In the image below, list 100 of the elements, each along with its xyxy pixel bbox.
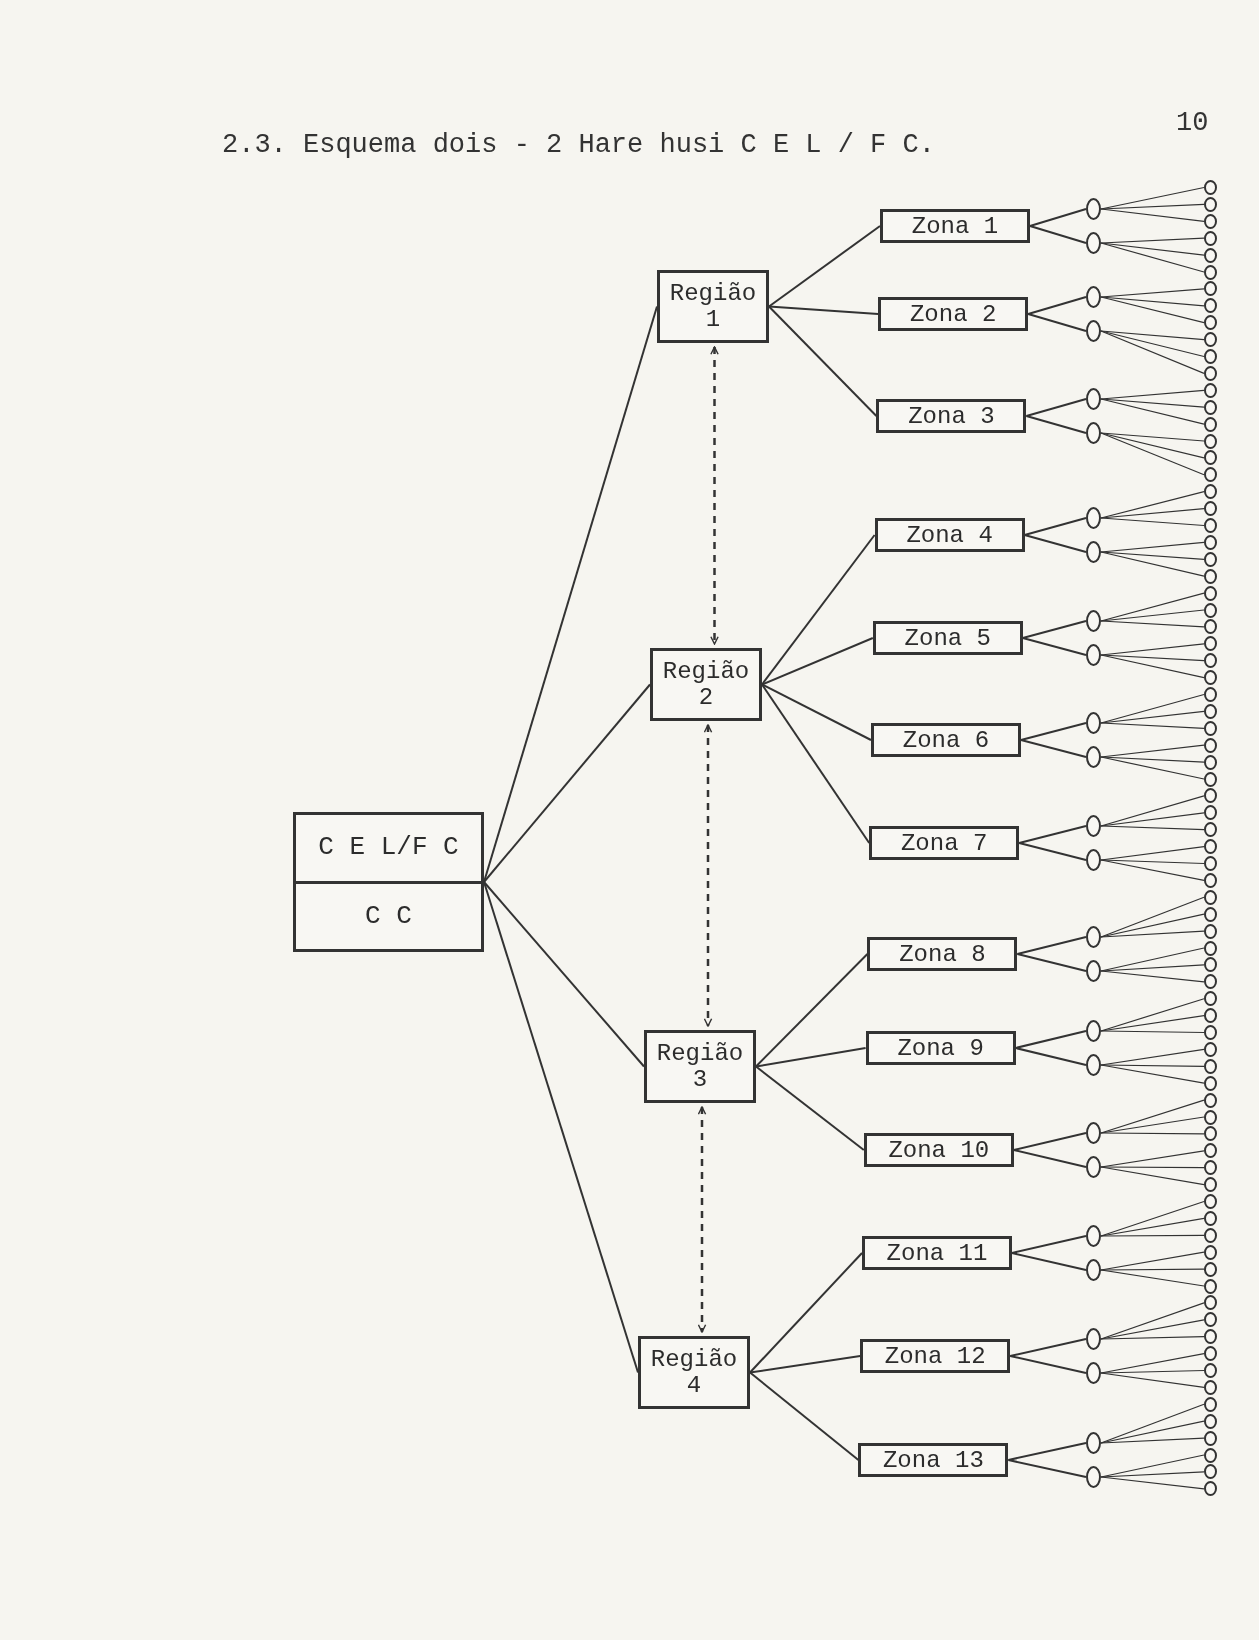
member-circle (1204, 906, 1217, 922)
connector-line (1100, 859, 1205, 881)
unit-box (657, 270, 769, 343)
connector-line (483, 305, 658, 883)
member-circle (1086, 1122, 1101, 1144)
member-circle (1204, 1329, 1217, 1345)
connector-line (1100, 208, 1205, 222)
member-circle (1204, 264, 1217, 280)
member-circle (1086, 541, 1101, 563)
member-circle (1086, 610, 1101, 632)
member-circle (1204, 1312, 1217, 1328)
member-circle (1204, 1092, 1217, 1108)
connector-line (483, 881, 639, 1374)
member-circle (1204, 991, 1217, 1007)
connector-line (483, 683, 651, 883)
member-circle (1204, 805, 1217, 821)
connector-line (1023, 517, 1087, 536)
member-circle (1086, 712, 1101, 734)
box-label: Zona 11 (885, 1239, 989, 1269)
connector-line (1100, 1476, 1205, 1490)
connector-line (1016, 953, 1087, 972)
connector-line (1007, 1442, 1087, 1461)
member-circle (1204, 619, 1217, 635)
member-circle (1204, 281, 1217, 297)
connector-line (1100, 1064, 1205, 1067)
member-circle (1086, 507, 1101, 529)
member-circle (1204, 687, 1217, 702)
connector-line (1018, 842, 1087, 861)
member-circle (1086, 960, 1101, 982)
connector-line (1100, 654, 1205, 662)
member-circle (1204, 518, 1217, 533)
box-label: Região 3 (655, 1039, 745, 1094)
member-circle (1086, 1020, 1101, 1042)
member-circle (1086, 198, 1101, 220)
connector-line (1025, 415, 1087, 434)
unit-box (644, 1030, 756, 1103)
unit-box (872, 621, 1023, 655)
member-circle (1204, 467, 1217, 483)
connector-line (1100, 970, 1205, 983)
connector-line (768, 225, 881, 308)
connector-line (1100, 330, 1205, 374)
box-label: Zona 8 (898, 940, 987, 970)
member-circle (1204, 1041, 1217, 1057)
unit-box (858, 1443, 1009, 1477)
member-circle (1204, 568, 1217, 584)
box-label: C C (364, 900, 413, 932)
box-label: Região 2 (661, 657, 751, 712)
title: 2.3. Esquema dois - 2 Hare husi C E L / F C. (222, 130, 935, 160)
connector-line (1100, 1200, 1205, 1237)
member-circle (1204, 332, 1217, 348)
member-circle (1204, 433, 1217, 449)
member-circle (1204, 720, 1217, 736)
member-circle (1086, 1054, 1101, 1076)
connector-line (1100, 1336, 1205, 1340)
member-circle (1204, 1379, 1217, 1395)
member-circle (1204, 1244, 1217, 1260)
member-circle (1204, 1346, 1217, 1362)
organization-box (293, 812, 484, 952)
connector-line (1100, 1132, 1205, 1135)
unit-box (865, 1031, 1016, 1065)
connector-line (1100, 1369, 1205, 1374)
member-circle (1204, 1008, 1217, 1024)
member-circle (1204, 1363, 1217, 1378)
connector-line (1007, 1459, 1087, 1478)
connector-line (1100, 288, 1205, 298)
member-circle (1204, 974, 1217, 990)
member-circle (1086, 1225, 1101, 1247)
connector-line (1100, 1437, 1205, 1444)
member-circle (1204, 551, 1217, 567)
connector-line (1100, 242, 1205, 273)
member-circle (1086, 815, 1101, 837)
connector-line (1100, 237, 1205, 244)
member-circle (1204, 1227, 1217, 1243)
connector-line (761, 637, 874, 686)
unit-box (878, 297, 1029, 331)
connector-line (1100, 1166, 1205, 1186)
member-circle (1204, 247, 1217, 263)
connector-line (1100, 398, 1205, 425)
member-circle (1204, 1413, 1217, 1429)
connector-line (1100, 896, 1205, 938)
connector-line (1021, 620, 1087, 639)
member-circle (1204, 670, 1217, 686)
connector-line (1100, 756, 1205, 763)
connector-line (1100, 432, 1205, 442)
connector-line (761, 683, 872, 741)
member-circle (1204, 1025, 1217, 1040)
member-circle (1204, 1278, 1217, 1294)
member-circle (1086, 746, 1101, 768)
connector-line (749, 1371, 860, 1461)
connector-line (1100, 722, 1205, 729)
member-circle (1204, 754, 1217, 770)
member-circle (1204, 534, 1217, 550)
member-circle (1204, 1430, 1217, 1446)
member-circle (1204, 1295, 1217, 1311)
member-circle (1204, 889, 1217, 905)
member-circle (1086, 1466, 1101, 1488)
connector-line (1027, 296, 1087, 315)
member-circle (1204, 872, 1217, 888)
connector-line (1011, 1252, 1087, 1271)
member-circle (1086, 320, 1101, 342)
